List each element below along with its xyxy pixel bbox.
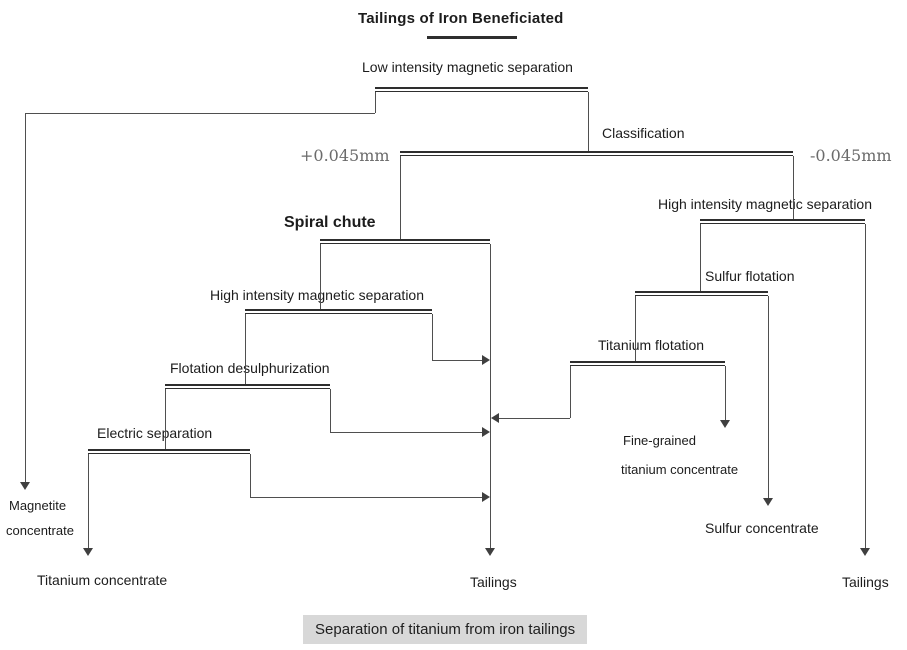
product-fine-grained-line1: Fine-grained [623, 433, 696, 448]
connector-line [245, 314, 246, 384]
node-flotation-desulphurization: Flotation desulphurization [170, 360, 330, 376]
connector-line [250, 454, 251, 497]
connector-line [793, 156, 794, 219]
connector-line [320, 244, 321, 309]
bar-lims [375, 87, 588, 92]
node-hims-right: High intensity magnetic separation [658, 196, 873, 212]
arrow-down-icon [763, 498, 773, 506]
node-titanium-flotation: Titanium flotation [598, 337, 705, 353]
title-underline [427, 36, 517, 39]
connector-line [499, 418, 570, 419]
connector-line [570, 366, 571, 418]
bar-classification [400, 151, 793, 156]
connector-line [635, 296, 636, 361]
label-size-plus: +0.045mm [300, 146, 390, 165]
connector-line [330, 432, 482, 433]
node-low-intensity-magnetic-separation: Low intensity magnetic separation [362, 59, 573, 75]
node-electric-separation: Electric separation [97, 425, 213, 441]
connector-line [768, 296, 769, 498]
bar-flotation-desulphurization [165, 384, 330, 389]
bar-spiral-chute [320, 239, 490, 244]
connector-line [588, 92, 589, 151]
connector-line [165, 389, 166, 449]
arrow-down-icon [83, 548, 93, 556]
product-tailings-right: Tailings [842, 574, 889, 590]
connector-line-central-tailings [490, 244, 491, 548]
connector-line [330, 389, 331, 432]
product-tailings-center: Tailings [470, 574, 517, 590]
node-spiral-chute: Spiral chute [284, 214, 376, 231]
arrow-left-icon [491, 413, 499, 423]
connector-line [700, 224, 701, 291]
arrow-down-icon [485, 548, 495, 556]
product-magnetite-concentrate-line2: concentrate [6, 523, 74, 538]
product-magnetite-concentrate-line1: Magnetite [9, 498, 67, 513]
connector-line [88, 454, 89, 548]
connector-line [250, 497, 482, 498]
arrow-down-icon [20, 482, 30, 490]
connector-line [25, 113, 375, 114]
bar-hims-right [700, 219, 865, 224]
bar-titanium-flotation [570, 361, 725, 366]
arrow-right-icon [482, 355, 490, 365]
connector-line [432, 314, 433, 360]
product-titanium-concentrate: Titanium concentrate [37, 572, 168, 588]
connector-line [725, 366, 726, 420]
connector-line [865, 224, 866, 548]
product-sulfur-concentrate: Sulfur concentrate [705, 520, 819, 536]
arrow-right-icon [482, 427, 490, 437]
arrow-down-icon [720, 420, 730, 428]
node-sulfur-flotation: Sulfur flotation [705, 268, 795, 284]
connector-line [25, 113, 26, 482]
arrow-down-icon [860, 548, 870, 556]
diagram-title: Tailings of Iron Beneficiated [358, 10, 564, 27]
node-hims-left: High intensity magnetic separation [210, 287, 425, 303]
diagram-caption: Separation of titanium from iron tailing… [303, 615, 588, 644]
connector-line [432, 360, 482, 361]
connector-line [400, 156, 401, 239]
connector-line [375, 92, 376, 113]
bar-hims-left [245, 309, 432, 314]
bar-electric-separation [88, 449, 250, 454]
bar-sulfur-flotation [635, 291, 768, 296]
product-fine-grained-line2: titanium concentrate [621, 462, 739, 477]
arrow-right-icon [482, 492, 490, 502]
label-size-minus: -0.045mm [810, 146, 892, 165]
node-classification: Classification [602, 125, 685, 141]
